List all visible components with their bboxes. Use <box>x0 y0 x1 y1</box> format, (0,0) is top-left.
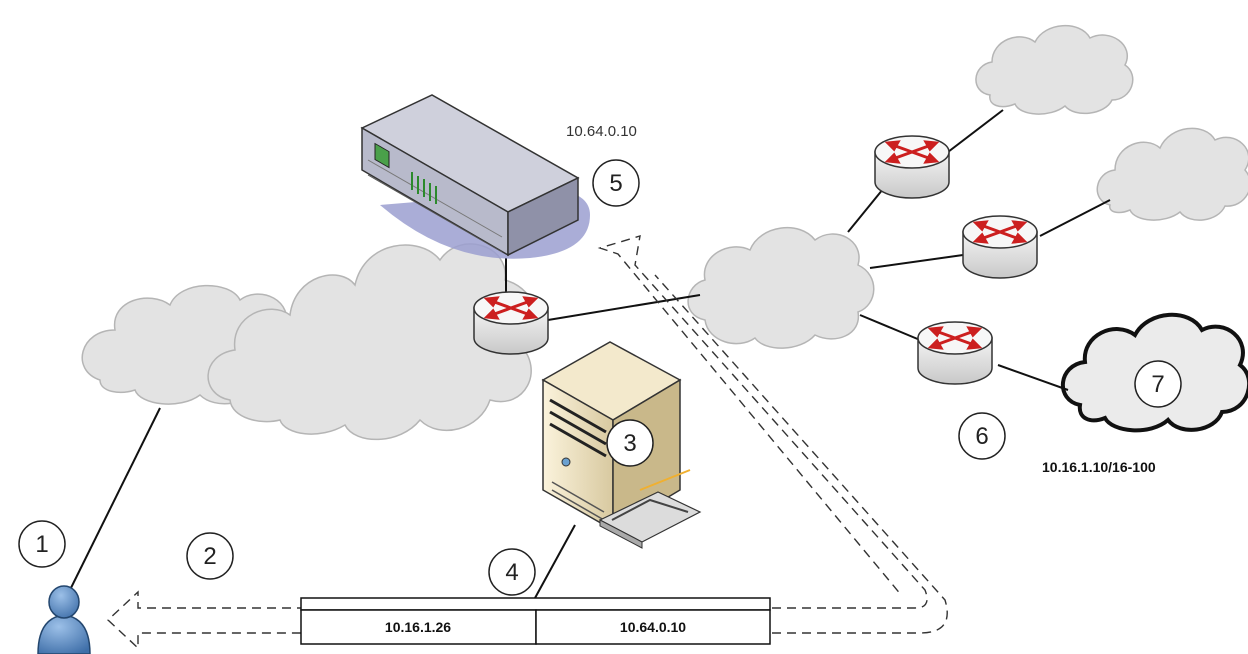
server-icon[interactable] <box>541 341 702 549</box>
callout-circle <box>606 419 654 467</box>
appliance-icon[interactable] <box>360 94 590 259</box>
callout-number: 4 <box>505 559 518 586</box>
link-core-router-mid <box>869 199 1111 269</box>
callout-circle <box>488 548 536 596</box>
appliance-ip-label: 10.64.0.10 <box>566 123 637 140</box>
packet-destination-ip: 10.64.0.10 <box>620 619 686 635</box>
callout-number: 5 <box>609 170 622 197</box>
callout-7: 7 <box>1134 360 1182 408</box>
callout-number: 3 <box>623 430 636 457</box>
link-server-packet <box>534 524 576 599</box>
cloud-center-large <box>207 243 537 441</box>
router-top-icon[interactable] <box>874 135 950 199</box>
link-router-core <box>547 294 701 321</box>
cloud-mid-right <box>1096 127 1248 221</box>
remote-range-label: 10.16.1.10/16-100 <box>1042 459 1156 475</box>
callout-number: 7 <box>1151 371 1164 398</box>
packet-header: 10.16.1.26 10.64.0.10 <box>300 597 771 645</box>
callout-circle <box>18 520 66 568</box>
callout-2: 2 <box>186 532 234 580</box>
callout-circle <box>186 532 234 580</box>
callout-circle <box>1134 360 1182 408</box>
link-user-cloud <box>64 407 161 601</box>
user-icon[interactable] <box>37 585 91 654</box>
callout-number: 6 <box>975 423 988 450</box>
callout-4: 4 <box>488 548 536 596</box>
router-main-icon[interactable] <box>473 291 549 355</box>
callout-circle <box>958 412 1006 460</box>
router-mid-icon[interactable] <box>962 215 1038 279</box>
cloud-core <box>687 226 875 349</box>
cloud-top-right <box>975 24 1134 115</box>
link-core-router-low <box>859 314 1069 391</box>
callout-5: 5 <box>592 159 640 207</box>
callout-6: 6 <box>958 412 1006 460</box>
callout-number: 1 <box>35 531 48 558</box>
traffic-flow-arrow <box>106 235 948 650</box>
packet-source-ip: 10.16.1.26 <box>385 619 451 635</box>
router-low-icon[interactable] <box>917 321 993 385</box>
callout-number: 2 <box>203 543 216 570</box>
callout-3: 3 <box>606 419 654 467</box>
callout-circle <box>592 159 640 207</box>
callout-1: 1 <box>18 520 66 568</box>
